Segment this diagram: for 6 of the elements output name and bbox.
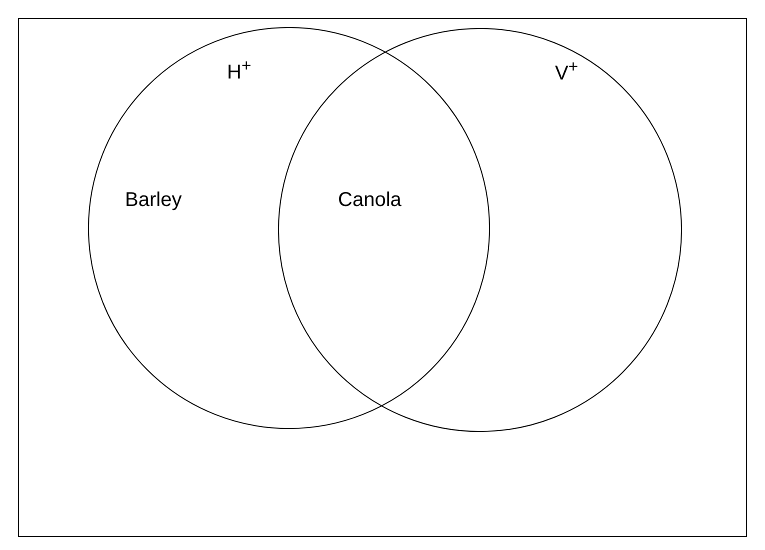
set-label: V$^{+}$	[555, 59, 578, 84]
set-label: H$^{+}$	[227, 58, 252, 83]
item-label: Canola	[338, 190, 402, 210]
item-label: Barley	[125, 190, 182, 210]
set-circle	[88, 27, 490, 429]
set-circle	[278, 28, 682, 432]
